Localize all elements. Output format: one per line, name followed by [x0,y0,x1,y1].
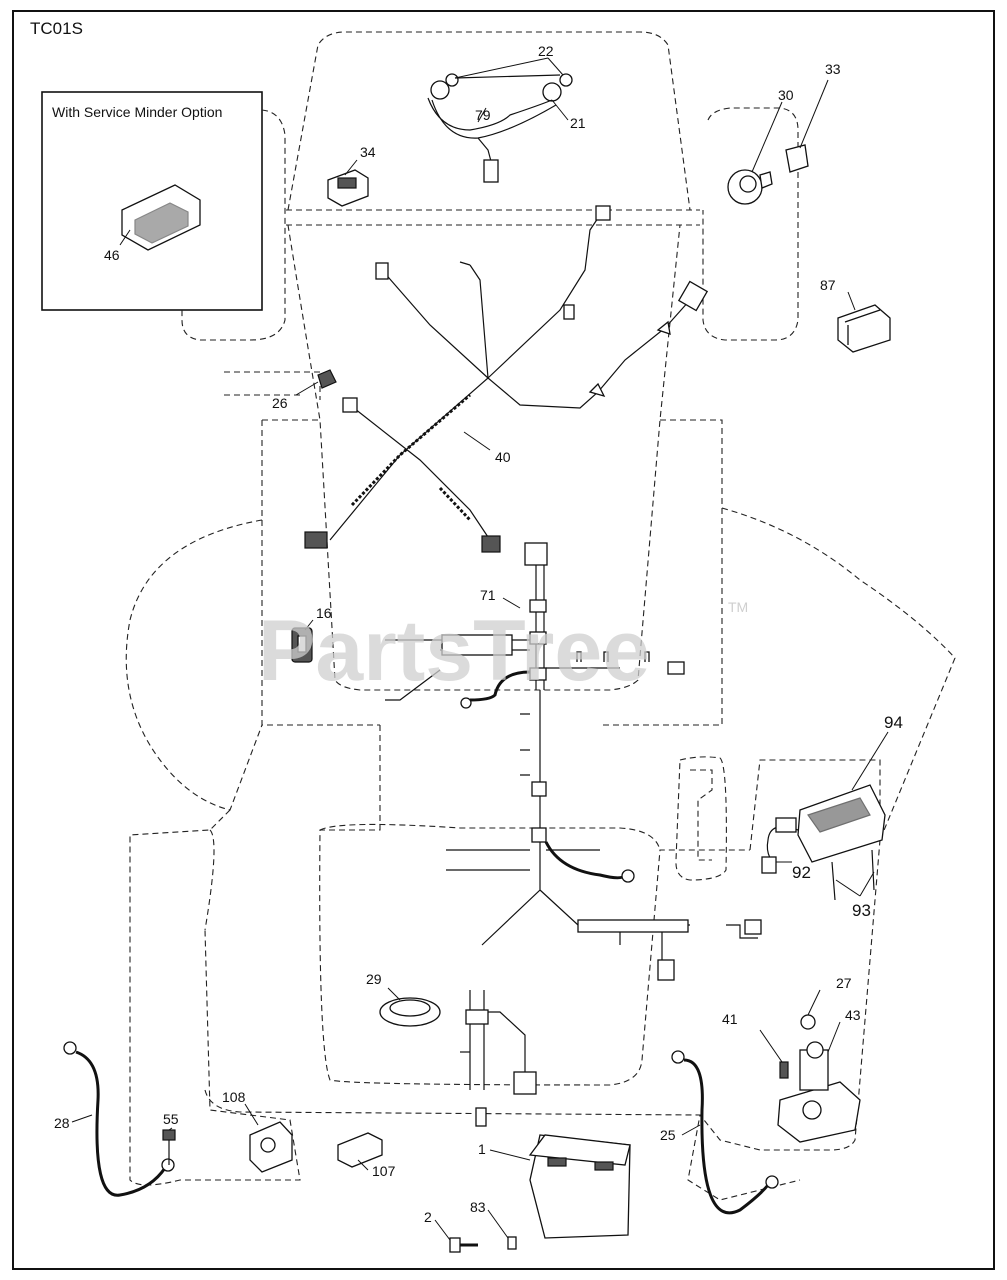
part-label-16: 16 [316,605,332,621]
part-94-seat-switch [761,784,886,901]
part-label-26: 26 [272,395,288,411]
part-83-nut [507,1236,517,1250]
part-label-2: 2 [424,1209,432,1225]
part-33-module [785,144,809,173]
part-1-battery [528,1134,631,1239]
part-label-29: 29 [366,971,382,987]
part-label-22: 22 [538,43,554,59]
part-label-92: 92 [792,863,811,882]
part-2-bolt [449,1237,478,1253]
leader-lines [71,57,889,1241]
part-label-28: 28 [54,1115,70,1131]
part-21-22-headlights [427,73,573,183]
part-label-93: 93 [852,901,871,920]
part-label-79: 79 [475,107,491,123]
service-minder-option-box [41,91,263,311]
part-label-43: 43 [845,1007,861,1023]
part-30-ignition-switch [727,169,773,205]
part-label-46: 46 [104,247,120,263]
part-label-34: 34 [360,144,376,160]
part-16-connector [291,627,313,663]
part-25-cable [671,1050,779,1215]
part-label-27: 27 [836,975,852,991]
part-26-fuse [317,369,337,389]
part-label-40: 40 [495,449,511,465]
part-label-25: 25 [660,1127,676,1143]
part-28-cable [63,1041,175,1197]
dash-harness [385,542,762,1095]
main-harness [304,205,709,553]
part-label-107: 107 [372,1163,396,1179]
part-label-41: 41 [722,1011,738,1027]
part-label-55: 55 [163,1111,179,1127]
part-label-108: 108 [222,1089,246,1105]
part-label-71: 71 [480,587,496,603]
tractor-outline [125,31,956,1201]
part-46-service-minder [121,184,201,251]
part-108-solenoid [249,1121,293,1173]
part-107-module [337,1132,383,1168]
part-label-94: 94 [884,713,903,732]
watermark: PartsTree [258,603,650,699]
part-label-83: 83 [470,1199,486,1215]
part-label-1: 1 [478,1141,486,1157]
part-label-30: 30 [778,87,794,103]
part-34-switch [327,169,369,207]
watermark-trademark: TM [728,599,748,615]
part-label-33: 33 [825,61,841,77]
part-labels: 22 79 21 34 30 33 87 46 26 40 71 16 94 9… [54,43,903,1225]
diagram-code: TC01S [30,19,83,38]
part-87-relay [837,304,891,353]
part-label-21: 21 [570,115,586,131]
part-43-bracket [777,1014,861,1143]
part-29-grommet [379,997,441,1027]
service-minder-option-label: With Service Minder Option [52,104,222,120]
outer-frame [12,10,995,1270]
part-label-87: 87 [820,277,836,293]
